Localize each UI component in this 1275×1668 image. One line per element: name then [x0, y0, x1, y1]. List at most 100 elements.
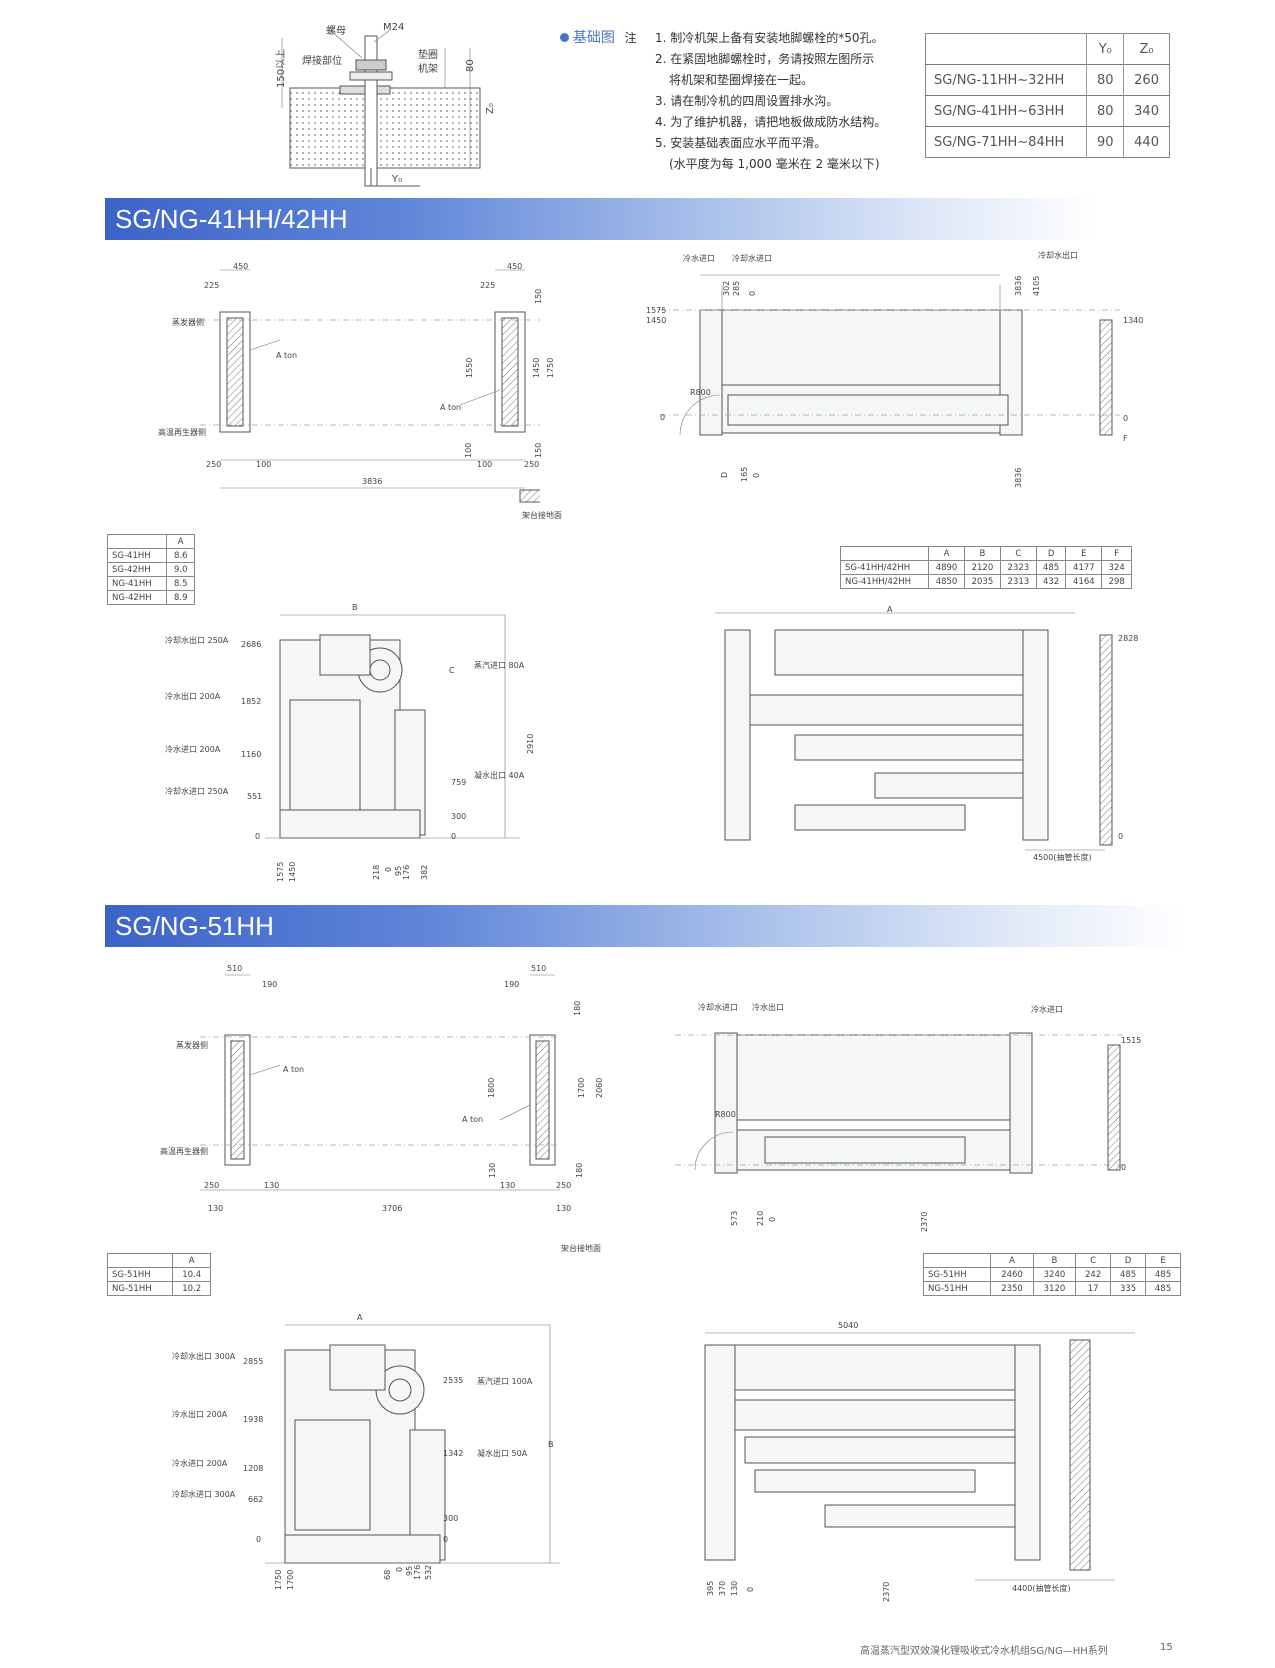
dim-text: 180: [573, 1000, 582, 1016]
dim-text: 225: [480, 281, 496, 290]
dim-text: 130: [488, 1162, 497, 1178]
table-cell: 90: [1086, 126, 1124, 158]
label-chilled-water-outlet: 冷水出口: [752, 1003, 784, 1012]
label-tube-pull-length: 4400(抽管长度): [1012, 1584, 1071, 1593]
table-cell: SG/NG-11HH~32HH: [925, 64, 1087, 96]
table-cell: 8.9: [166, 590, 195, 605]
dim-text: 250: [556, 1181, 572, 1190]
label-condensate-outlet: 凝水出口 50A: [477, 1449, 528, 1458]
table-header: B: [1032, 1253, 1077, 1268]
label-dim-a: A: [357, 1313, 363, 1322]
table-header: D: [1110, 1253, 1147, 1268]
dim-text: 662: [248, 1495, 264, 1504]
note-line: 2. 在紧固地脚螺栓时，务请按照左图所示: [655, 52, 875, 66]
label-cooling-water-outlet: 冷却水出口 250A: [165, 636, 229, 645]
dim-text: 510: [531, 964, 547, 973]
table-cell: SG-41HH: [106, 548, 168, 563]
page-number: 15: [1160, 1642, 1173, 1653]
label-y0: Y₀: [392, 174, 403, 185]
dim-text: 1750: [274, 1569, 283, 1590]
notes-prefix: 注: [624, 31, 637, 45]
section-banner-51hh: SG/NG-51HH: [105, 905, 1185, 947]
dim-text: 100: [464, 442, 473, 458]
label-base-surface: 架台接地面: [522, 511, 562, 520]
table-cell: SG/NG-71HH~84HH: [925, 126, 1087, 158]
dim-text: 1800: [487, 1077, 496, 1098]
dim-text: 0: [1118, 832, 1124, 841]
table-cell: 485: [1110, 1267, 1147, 1282]
table-header: D: [1035, 546, 1067, 561]
dim-text: 0: [443, 1535, 449, 1544]
note-line: 1. 制冷机架上备有安装地脚螺栓的*50孔。: [655, 31, 884, 45]
label-load: A ton: [283, 1065, 305, 1074]
table-row: SG/NG-11HH~32HH 80 260: [925, 64, 1170, 96]
dim-text: 0: [748, 290, 757, 296]
table-cell: NG-41HH: [106, 576, 168, 591]
elevation-51hh: [704, 1332, 1135, 1581]
dim-text: 150: [534, 442, 543, 458]
table-cell: SG-42HH: [106, 562, 168, 577]
dim-text: 1208: [243, 1464, 264, 1473]
dim-text: 3836: [362, 477, 383, 486]
table-header: Y₀: [1086, 33, 1124, 65]
table-cell: 3120: [1032, 1281, 1077, 1296]
label-dim-b: B: [352, 603, 358, 612]
dim-text: 395: [706, 1580, 715, 1596]
dim-text: 130: [264, 1181, 280, 1190]
dim-text: 3836: [1014, 467, 1023, 488]
label-dim-c: C: [449, 666, 455, 675]
table-cell: SG-51HH: [922, 1267, 992, 1282]
label-80: 80: [465, 59, 476, 72]
dim-text: 5040: [838, 1321, 859, 1330]
table-header: F: [1101, 546, 1132, 561]
dim-text: 551: [247, 792, 263, 801]
dim-text: 190: [504, 980, 520, 989]
label-washer: 垫圈: [418, 50, 438, 61]
table-header: E: [1065, 546, 1103, 561]
dim-text: 573: [730, 1210, 739, 1226]
label-chilled-water-inlet: 冷水进口 200A: [165, 745, 221, 754]
table-cell: NG-41HH/42HH: [839, 574, 930, 589]
table-cell: NG-51HH: [106, 1281, 174, 1296]
table-cell: 4177: [1065, 560, 1103, 575]
table-cell: 17: [1075, 1281, 1112, 1296]
note-line: (水平度为每 1,000 毫米在 2 毫米以下): [669, 157, 880, 171]
dim-text: 0: [768, 1216, 777, 1222]
section-banner-41hh: SG/NG-41HH/42HH: [105, 198, 1100, 240]
label-cooling-water-inlet: 冷却水进口 250A: [165, 787, 229, 796]
dim-text: 382: [420, 864, 429, 880]
table-cell: 4850: [928, 574, 965, 589]
table-cell: 2350: [990, 1281, 1034, 1296]
dim-text: 0: [256, 1535, 262, 1544]
dim-text: 532: [424, 1564, 433, 1580]
notes-title: 基础图: [572, 30, 615, 46]
label-condensate-outlet: 凝水出口 40A: [474, 771, 525, 780]
dim-text: 0: [660, 413, 666, 422]
side-view-51hh: [675, 1032, 1125, 1174]
dim-text: 176: [413, 1564, 422, 1580]
dim-text: 1550: [465, 357, 474, 378]
table-cell: 9.0: [166, 562, 195, 577]
note-line: 3. 请在制冷机的四周设置排水沟。: [655, 94, 839, 108]
table-header: Z₀: [1123, 33, 1170, 65]
dimension-table-51hh: A B C D E SG-51HH 2460 3240 242 485 485 …: [922, 1253, 1181, 1296]
table-row: SG-41HH/42HH 4890 2120 2323 485 4177 324: [839, 560, 1132, 575]
table-cell: 3240: [1032, 1267, 1077, 1282]
dim-text: 1160: [241, 750, 262, 759]
plan-view-41hh: [200, 269, 540, 503]
table-header: A: [928, 546, 965, 561]
dim-text: 1450: [646, 316, 667, 325]
foundation-bolt-drawing: [281, 29, 481, 187]
dim-text: 1575: [276, 861, 285, 882]
table-cell: SG-41HH/42HH: [839, 560, 930, 575]
table-cell: 2120: [963, 560, 1001, 575]
dim-text: 130: [730, 1580, 739, 1596]
table-cell: 440: [1123, 126, 1170, 158]
dim-text: F: [1123, 434, 1128, 443]
table-cell: 4164: [1065, 574, 1103, 589]
label-dim-b: B: [548, 1440, 554, 1449]
table-cell: 324: [1101, 560, 1132, 575]
